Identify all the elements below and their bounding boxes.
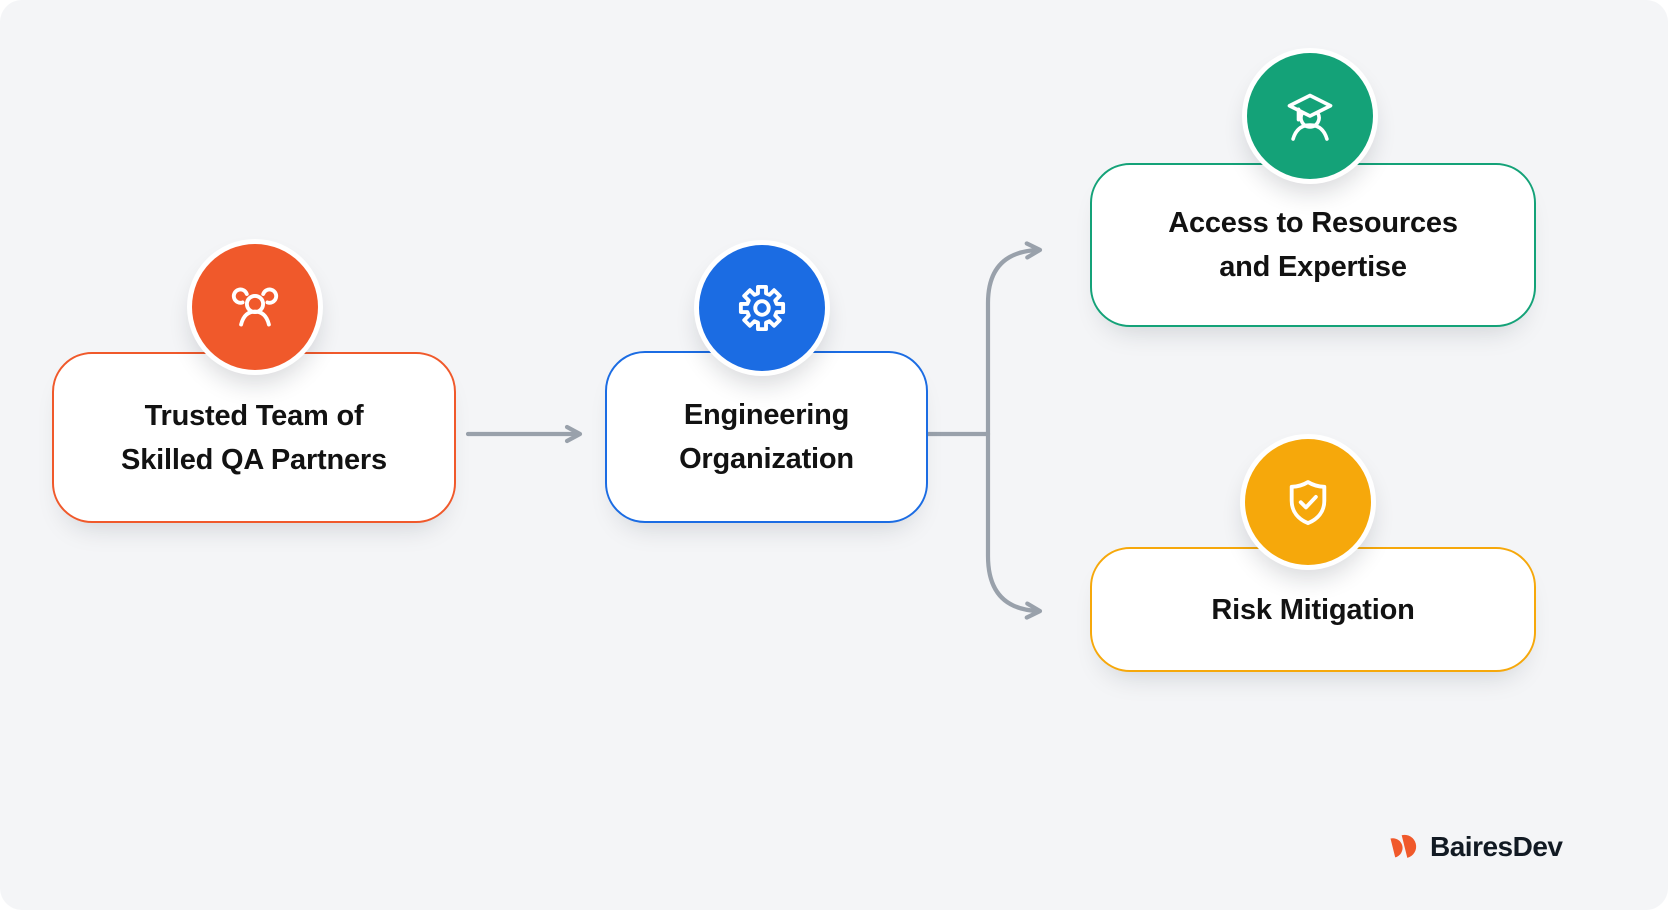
logo-petal-left bbox=[1390, 838, 1403, 858]
team-icon bbox=[231, 287, 279, 327]
graduate-icon bbox=[1287, 93, 1333, 141]
access-resources-badge bbox=[1247, 53, 1373, 179]
arrow-engineering-to-access bbox=[985, 241, 1043, 437]
node-access-resources: Access to Resources and Expertise bbox=[1090, 163, 1536, 327]
node-label-line: Engineering bbox=[683, 399, 850, 431]
node-label-line: Skilled QA Partners bbox=[121, 443, 387, 476]
shield-check-icon bbox=[1289, 480, 1327, 526]
gear-icon bbox=[738, 284, 786, 332]
bairesdev-logo: BairesDev bbox=[1388, 831, 1563, 863]
bairesdev-logo-mark bbox=[1390, 834, 1417, 858]
node-trusted-team: Trusted Team of Skilled QA Partners bbox=[52, 352, 456, 523]
node-label-line: Organization bbox=[679, 443, 854, 475]
node-risk-mitigation: Risk Mitigation bbox=[1090, 547, 1536, 672]
node-label-line: Risk Mitigation bbox=[1211, 593, 1415, 626]
trusted-team-badge bbox=[192, 244, 318, 370]
bairesdev-logo-text: BairesDev bbox=[1430, 831, 1563, 862]
node-label-line: Access to Resources bbox=[1168, 207, 1458, 239]
engineering-org-badge bbox=[699, 245, 825, 371]
logo-petal-right bbox=[1401, 834, 1417, 858]
node-label-line: Trusted Team of bbox=[144, 399, 364, 432]
node-engineering-org: Engineering Organization bbox=[605, 351, 928, 523]
node-label-line: and Expertise bbox=[1219, 251, 1407, 283]
arrow-engineering-to-risk bbox=[985, 431, 1043, 620]
risk-mitigation-badge bbox=[1245, 439, 1371, 565]
